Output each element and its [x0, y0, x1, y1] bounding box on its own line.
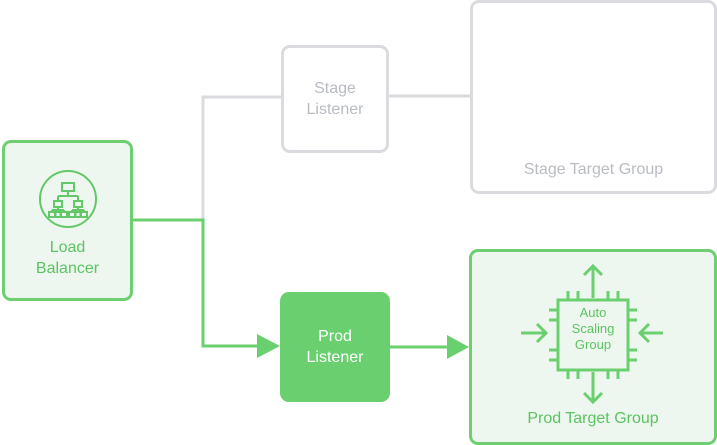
arrowhead-prod-tg — [447, 335, 469, 359]
auto-scaling-group-label: Auto Scaling Group — [571, 305, 615, 352]
load-balancer-node[interactable]: Load Balancer — [2, 140, 133, 301]
prod-target-group-label: Prod Target Group — [527, 410, 659, 427]
stage-listener-node[interactable]: Stage Listener — [281, 45, 389, 153]
load-balancer-label: Load Balancer — [35, 239, 100, 277]
arrowhead-prod-listener — [257, 334, 280, 358]
prod-listener-node[interactable]: Prod Listener — [280, 292, 390, 402]
prod-listener-label: Prod Listener — [306, 328, 364, 366]
stage-listener-label: Stage Listener — [306, 80, 364, 118]
stage-target-group-node[interactable]: Stage Target Group — [470, 0, 717, 194]
edge-lb-to-stage-listener — [201, 95, 282, 220]
network-hierarchy-icon — [38, 170, 97, 228]
edge-lb-to-prod-listener — [133, 218, 262, 348]
stage-target-group-label: Stage Target Group — [523, 161, 664, 178]
